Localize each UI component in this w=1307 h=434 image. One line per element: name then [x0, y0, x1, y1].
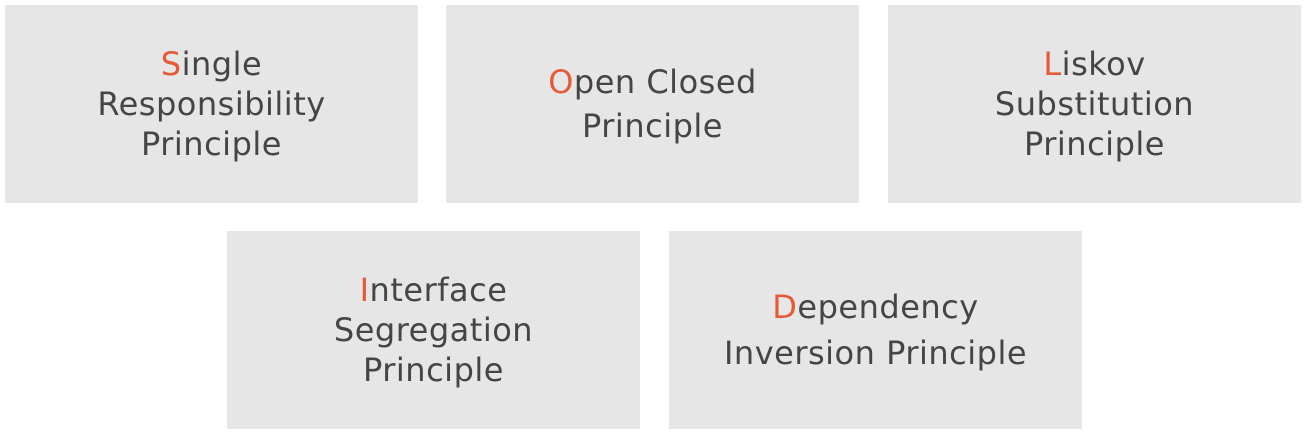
principle-title-line-2: Inversion Principle: [723, 334, 1028, 372]
principle-title: Dependency Inversion Principle: [724, 284, 1027, 376]
principle-title-rest: ingle: [181, 45, 263, 83]
principle-initial: O: [548, 63, 574, 101]
principle-title-line-2: Segregation: [333, 311, 534, 349]
principle-initial: I: [359, 271, 370, 309]
principle-title: Open Closed Principle: [548, 60, 757, 148]
principle-title-line-3: Principle: [1024, 125, 1165, 163]
principle-initial: L: [1043, 45, 1062, 83]
principle-card-open-closed: Open Closed Principle: [446, 5, 859, 203]
principle-title-line-1: Dependency: [724, 284, 1027, 330]
principle-title-rest: pen Closed: [573, 63, 757, 101]
principle-title-rest: ependency: [797, 288, 979, 326]
principle-title-line-1: Liskov: [995, 44, 1194, 84]
principle-title-line-2: Responsibility: [97, 85, 326, 123]
principle-title-line-1: Interface: [334, 270, 533, 310]
principle-card-single-responsibility: Single Responsibility Principle: [5, 5, 418, 203]
principle-title-line-2: Principle: [582, 107, 723, 145]
principle-card-dependency-inversion: Dependency Inversion Principle: [669, 231, 1082, 429]
principle-initial: S: [160, 45, 182, 83]
principle-title-line-2: Substitution: [994, 85, 1195, 123]
principle-title: Interface Segregation Principle: [334, 270, 533, 390]
principle-title-rest: iskov: [1061, 45, 1146, 83]
principle-title-rest: nterface: [369, 271, 508, 309]
principle-initial: D: [772, 288, 798, 326]
principle-card-interface-segregation: Interface Segregation Principle: [227, 231, 640, 429]
principle-title: Single Responsibility Principle: [97, 44, 325, 164]
principle-title-line-3: Principle: [141, 125, 282, 163]
principle-title-line-1: Open Closed: [548, 60, 757, 104]
principle-title-line-1: Single: [97, 44, 325, 84]
principle-card-liskov-substitution: Liskov Substitution Principle: [888, 5, 1301, 203]
principle-title-line-3: Principle: [363, 351, 504, 389]
principle-title: Liskov Substitution Principle: [995, 44, 1194, 164]
